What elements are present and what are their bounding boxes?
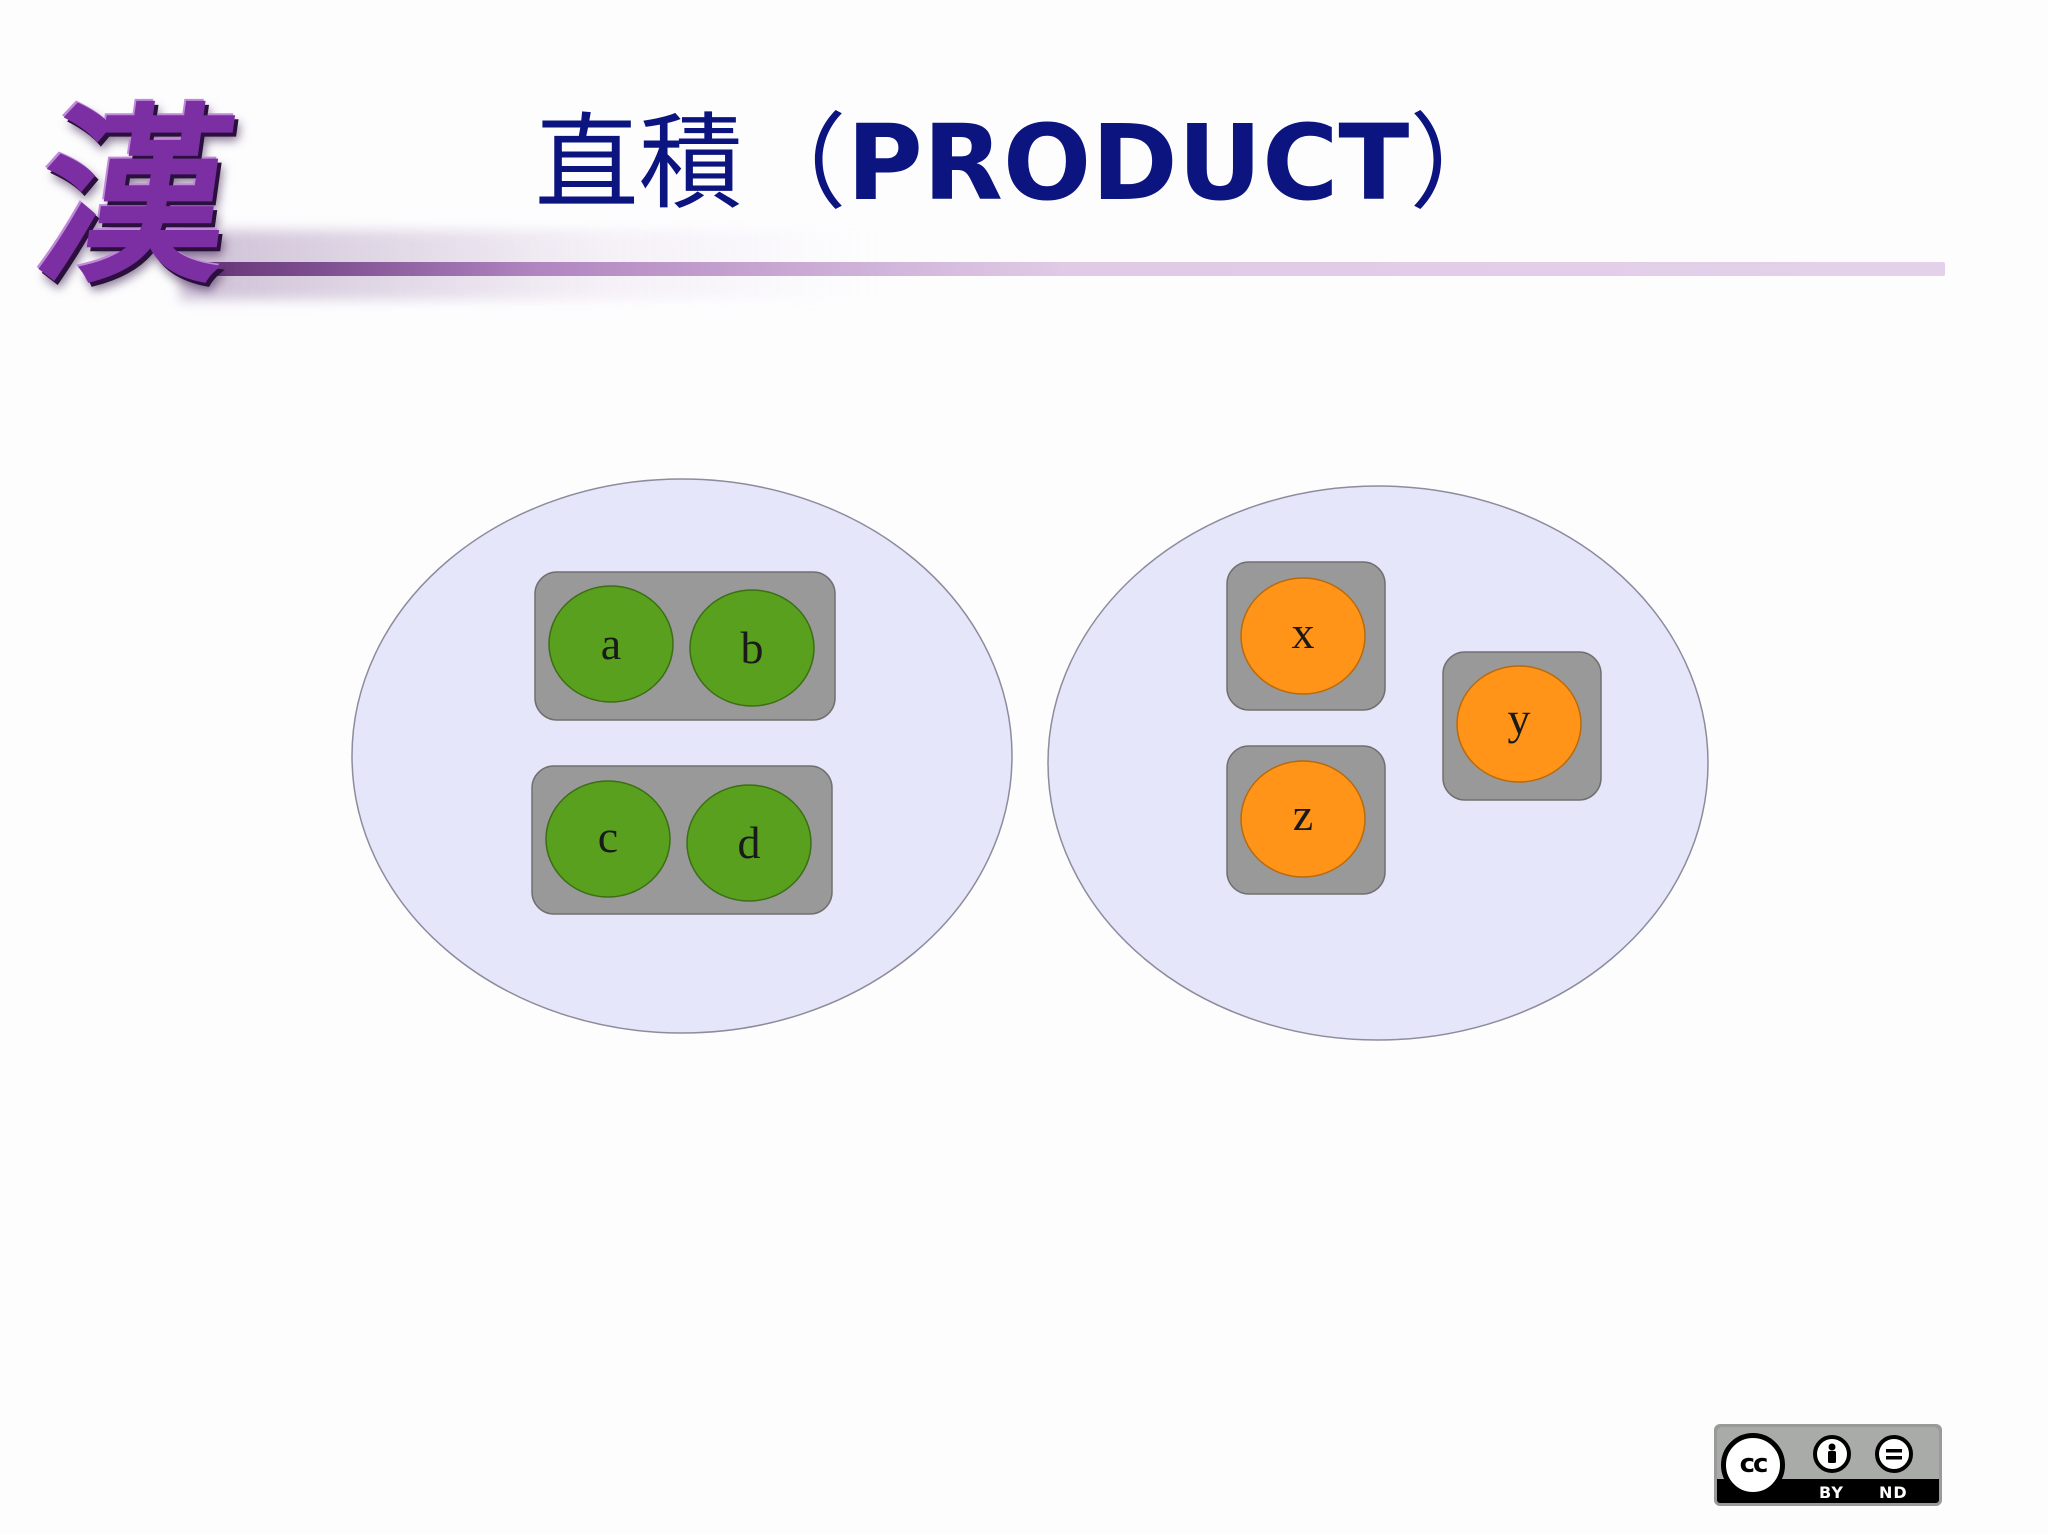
cc-icon: cc (1721, 1433, 1785, 1497)
person-icon (1813, 1435, 1851, 1473)
node-a-label: a (601, 618, 621, 669)
node-c (545, 780, 671, 898)
title-close-paren: ） (1409, 102, 1514, 224)
node-x (1240, 577, 1366, 695)
node-d (686, 784, 812, 902)
node-b-label: b (741, 622, 764, 673)
node-d-label: d (738, 817, 761, 868)
title-latin: PRODUCT (846, 102, 1410, 224)
node-c-label: c (598, 811, 618, 862)
node-b (689, 589, 815, 707)
node-a (548, 585, 674, 703)
cc-by-label: BY (1819, 1483, 1844, 1502)
node-x-label: x (1292, 607, 1315, 658)
cc-nd-label: ND (1879, 1483, 1908, 1502)
title-underline (180, 262, 1945, 276)
node-z (1240, 760, 1366, 878)
left-set-ellipse (351, 478, 1013, 1034)
node-z-label: z (1293, 789, 1313, 840)
title-cjk: 直積（ (534, 102, 847, 224)
node-y (1456, 665, 1582, 783)
cc-license-badge[interactable]: cc BY ND (1714, 1424, 1942, 1506)
equals-icon (1875, 1435, 1913, 1473)
node-y-label: y (1508, 693, 1531, 744)
page-title: 直積（PRODUCT） (0, 98, 2048, 228)
